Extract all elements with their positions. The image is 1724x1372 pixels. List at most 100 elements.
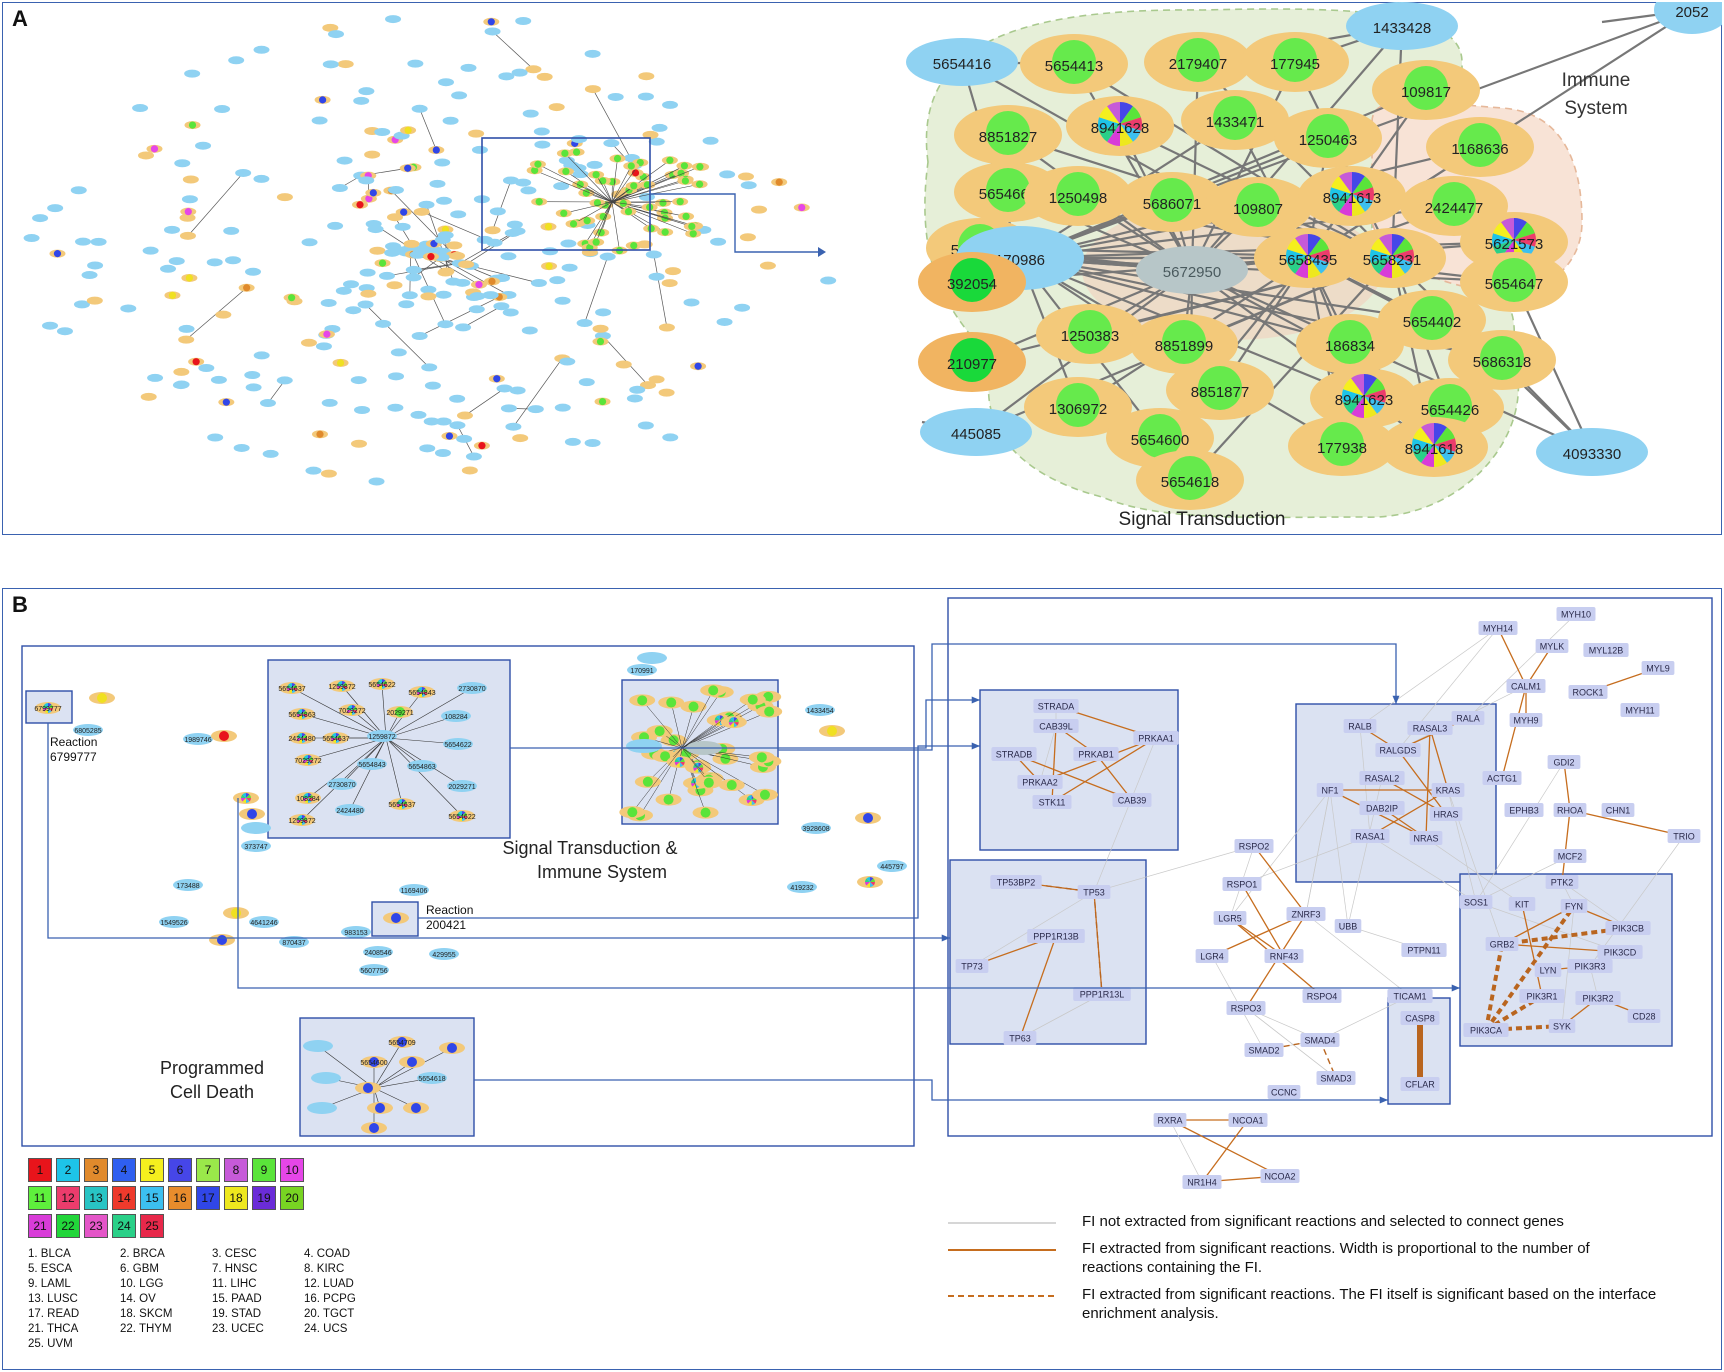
pie-slice (698, 762, 702, 768)
small-node (751, 788, 778, 801)
pie-slice (418, 687, 422, 692)
pie-slice (302, 815, 306, 820)
overview-node-dot (599, 177, 607, 185)
fi-edge-grey (1467, 613, 1577, 719)
gene-node-shape (1583, 643, 1629, 657)
overview-node-dot (680, 162, 689, 170)
gene-ralb: RALB (1343, 719, 1377, 733)
pie-slice (728, 722, 734, 726)
pie-slice (676, 756, 680, 762)
gene-ptk2: PTK2 (1545, 875, 1579, 889)
pie-node (303, 755, 313, 765)
small-node: 173488 (173, 879, 203, 891)
arrow-head (971, 696, 980, 704)
gene-node-shape (1375, 743, 1421, 757)
pie-slice (292, 688, 297, 692)
gene-node-shape (1260, 1169, 1300, 1183)
pie-slice (1308, 238, 1329, 256)
gene-casp8: CASP8 (1400, 1011, 1440, 1025)
pie-slice (462, 816, 466, 821)
overview-node (56, 327, 73, 336)
gene-label: PRKAA2 (1022, 778, 1058, 788)
gene-ubb: UBB (1334, 919, 1362, 933)
swatch-4: 4 (112, 1158, 136, 1182)
pie-node (337, 681, 347, 691)
overview-node (578, 378, 595, 387)
gene-node-shape (1182, 1175, 1222, 1189)
gene-dab2ip: DAB2IP (1359, 801, 1405, 815)
overview-node (530, 279, 547, 288)
overview-node (419, 444, 436, 453)
overview-node-dot (487, 18, 495, 26)
small-node: 2424480 (288, 732, 316, 744)
overview-node (572, 170, 589, 179)
node-label: 1549526 (160, 920, 187, 927)
gene-ncoa2: NCOA2 (1260, 1169, 1300, 1183)
blue-node-shape (447, 780, 477, 792)
overview-node (484, 226, 501, 235)
pie-slice (304, 793, 308, 798)
pie-slice (714, 716, 720, 721)
pie-node (865, 877, 875, 887)
overview-node (458, 260, 475, 269)
pie-node (297, 709, 307, 719)
small-node: 870437 (279, 936, 309, 948)
node-dot (726, 780, 737, 791)
node-label: 2408546 (364, 950, 391, 957)
gene-node-shape (1228, 1113, 1268, 1127)
pie-slice (870, 882, 874, 887)
node-dot (668, 735, 679, 746)
node-label: 373747 (244, 844, 267, 851)
pie-slice (1364, 396, 1377, 418)
overview-node (223, 226, 240, 235)
reaction-a-label: Reaction (50, 735, 97, 749)
overview-node (142, 246, 159, 255)
small-node: 5654618 (417, 1072, 447, 1084)
green-node-shape (1168, 456, 1212, 500)
overview-node (374, 128, 391, 137)
gene-label: CAB39L (1039, 722, 1073, 732)
small-node: 1433454 (805, 704, 835, 716)
overview-node (409, 250, 426, 259)
gene-node-shape (1300, 1033, 1340, 1047)
pie-slice (44, 708, 48, 713)
overview-node-dot (562, 167, 570, 176)
overview-node (184, 69, 201, 78)
pie-node (1286, 234, 1330, 278)
node-label: 5654863 (408, 764, 435, 771)
blue-node-shape (627, 664, 657, 676)
node-label: 8941628 (1091, 120, 1149, 137)
overview-node (468, 305, 485, 314)
small-node (629, 694, 656, 707)
node-label: 8941623 (1335, 392, 1393, 409)
overview-node (486, 238, 503, 247)
gene-node-shape (1286, 907, 1326, 921)
gene-rasal2: RASAL2 (1359, 771, 1405, 785)
node-label: 4641246 (250, 920, 277, 927)
overview-node (225, 256, 242, 265)
small-node: 1259872 (367, 730, 397, 742)
overview-node (350, 376, 367, 385)
gene-node-shape (1316, 783, 1344, 797)
overview-node (719, 170, 736, 179)
small-node (355, 1082, 381, 1094)
small-node: 2730870 (457, 682, 487, 694)
overview-node (533, 127, 550, 136)
overview-node (751, 205, 768, 214)
pie-slice (417, 692, 422, 696)
node-dot (411, 1103, 421, 1113)
pie-slice (1434, 445, 1455, 463)
pie-slice (348, 710, 352, 715)
overview-node (407, 59, 424, 68)
node-label: 5654863 (288, 712, 315, 719)
overview-node (548, 103, 565, 112)
overview-edge (611, 158, 618, 203)
small-node: 2029271 (386, 706, 414, 718)
overview-node (423, 417, 440, 426)
pie-slice (1352, 172, 1365, 194)
gene-smad3: SMAD3 (1316, 1071, 1356, 1085)
overview-node-dot (647, 224, 655, 233)
pie-slice (297, 738, 302, 742)
pie-slice (1392, 256, 1413, 274)
